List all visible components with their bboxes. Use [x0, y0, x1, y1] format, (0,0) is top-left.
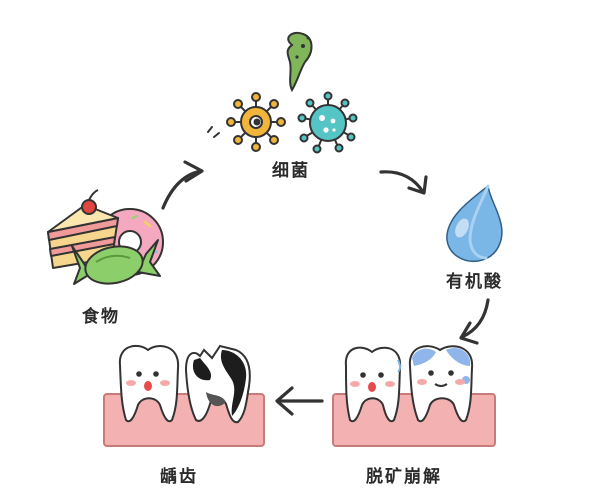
worried-tooth-icon	[344, 346, 402, 423]
arrow-acid-to-teeth	[459, 298, 490, 345]
arrow-bacteria-to-acid	[379, 170, 428, 195]
green-bacterium-icon	[286, 31, 313, 93]
healthy-tooth-icon	[118, 344, 180, 423]
teal-bacterium-icon	[297, 91, 358, 154]
decayed-tooth-icon	[184, 344, 251, 424]
acid-droplet-icon	[446, 184, 503, 263]
demineralized-teeth-icon	[332, 345, 496, 447]
orange-bacterium-icon	[226, 92, 286, 152]
caries-teeth-icon	[103, 344, 265, 447]
bacteria-icon	[207, 31, 358, 154]
candy-icon	[71, 239, 161, 285]
food-icon	[47, 189, 164, 285]
arrow-demineralization-to-caries	[275, 386, 324, 416]
food-label: 食物	[82, 307, 120, 327]
demineralizing-tooth-icon	[408, 345, 474, 423]
bacteria-label: 细菌	[272, 161, 310, 181]
acid-label: 有机酸	[446, 272, 503, 292]
demineralization-label: 脱矿崩解	[366, 467, 442, 487]
arrow-food-to-bacteria	[161, 160, 204, 210]
motion-lines-icon	[207, 126, 220, 138]
caries-label: 龋齿	[160, 467, 198, 487]
